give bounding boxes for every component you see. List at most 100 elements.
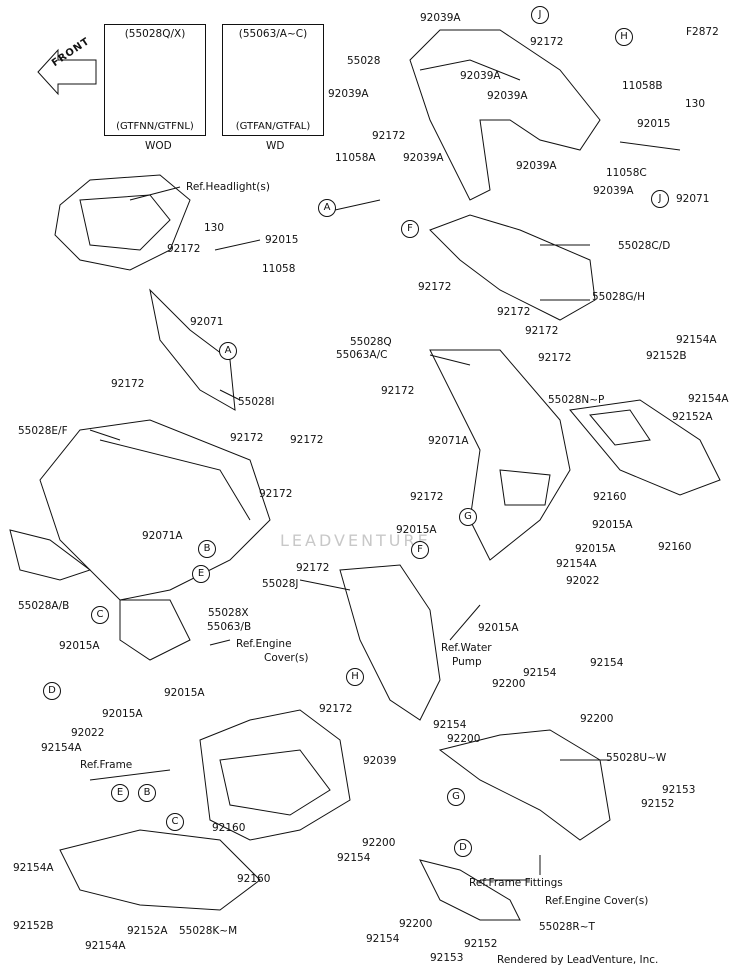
callout-marker: D — [454, 839, 472, 857]
front-arrow-icon — [37, 48, 97, 96]
part-label: 92071A — [428, 435, 469, 447]
part-label: 92015A — [396, 524, 437, 536]
part-label: 92039 — [363, 755, 397, 767]
part-label: 130 — [685, 98, 706, 110]
part-label: 92154 — [366, 933, 400, 945]
part-label: 92154 — [433, 719, 467, 731]
part-label: 55028J — [262, 578, 299, 590]
part-label: 92153 — [430, 952, 464, 964]
part-label: 92172 — [538, 352, 572, 364]
belly-pan-part — [438, 729, 611, 841]
variant-box-wod: (55028Q/X) (GTFNN/GTFNL) — [104, 24, 206, 136]
part-label: 55028G/H — [592, 291, 645, 303]
part-label: 55028U~W — [606, 752, 667, 764]
part-label: 92172 — [525, 325, 559, 337]
variant-models: (GTFAN/GTFAL) — [235, 121, 311, 132]
under-cowl-part — [119, 599, 191, 661]
lower-cowl-part — [59, 829, 261, 911]
ref-label: Pump — [452, 656, 482, 668]
part-label: 92154A — [676, 334, 717, 346]
part-label: 92022 — [71, 727, 105, 739]
part-label: 92200 — [447, 733, 481, 745]
callout-marker: J — [531, 6, 549, 24]
part-label: 55028A/B — [18, 600, 70, 612]
callout-marker: H — [346, 668, 364, 686]
callout-marker: E — [192, 565, 210, 583]
part-label: 92039A — [460, 70, 501, 82]
part-label: 92160 — [658, 541, 692, 553]
part-label: 92015A — [102, 708, 143, 720]
part-label: 92154A — [556, 558, 597, 570]
part-label: 92039A — [593, 185, 634, 197]
part-label: 55028I — [238, 396, 275, 408]
credit-text: Rendered by LeadVenture, Inc. — [497, 954, 659, 966]
part-label: 92154A — [688, 393, 729, 405]
part-label: 92152B — [646, 350, 687, 362]
figure-code: F2872 — [686, 26, 719, 38]
part-label: 92172 — [372, 130, 406, 142]
callout-marker: G — [447, 788, 465, 806]
part-label: 55063/B — [207, 621, 252, 633]
part-label: 11058 — [262, 263, 296, 275]
part-label: 92172 — [381, 385, 415, 397]
callout-marker: E — [111, 784, 129, 802]
side-panel-part — [39, 419, 271, 601]
part-label: 92172 — [111, 378, 145, 390]
ref-label: Ref.Frame Fittings — [469, 877, 563, 889]
part-label: 92154 — [337, 852, 371, 864]
lower-side-piece — [9, 529, 92, 581]
ref-label: Ref.Water — [441, 642, 492, 654]
part-label: 92015A — [575, 543, 616, 555]
part-label: 55028R~T — [539, 921, 595, 933]
part-label: 92039A — [487, 90, 528, 102]
part-label: 92152 — [641, 798, 675, 810]
part-label: 92172 — [418, 281, 452, 293]
part-label: 92152A — [672, 411, 713, 423]
upper-inner-part — [429, 214, 596, 321]
callout-marker: C — [166, 813, 184, 831]
variant-code: (55063/A~C) — [238, 28, 308, 40]
part-label: 92160 — [212, 822, 246, 834]
callout-marker: G — [459, 508, 477, 526]
callout-marker: F — [401, 220, 419, 238]
callout-marker: A — [219, 342, 237, 360]
callout-marker: B — [198, 540, 216, 558]
variant-caption: WD — [266, 140, 285, 152]
part-label: 92172 — [167, 243, 201, 255]
inner-cover-part — [339, 564, 441, 721]
part-label: 92015A — [592, 519, 633, 531]
callout-marker: J — [651, 190, 669, 208]
part-label: 55063A/C — [336, 349, 388, 361]
part-label: Ref.Headlight(s) — [186, 181, 270, 193]
part-label: 92172 — [497, 306, 531, 318]
part-label: 92172 — [296, 562, 330, 574]
part-label: 92071A — [142, 530, 183, 542]
part-label: 92015A — [59, 640, 100, 652]
part-label: 92152 — [464, 938, 498, 950]
watermark: LEADVENTURE — [280, 531, 431, 550]
part-label: 92160 — [237, 873, 271, 885]
part-label: 92039A — [328, 88, 369, 100]
callout-marker: B — [138, 784, 156, 802]
part-label: 92039A — [516, 160, 557, 172]
part-label: 92154 — [590, 657, 624, 669]
part-label: 55028N~P — [548, 394, 605, 406]
part-label: 92172 — [410, 491, 444, 503]
part-label: 92154A — [13, 862, 54, 874]
part-label: 11058B — [622, 80, 663, 92]
front-direction-label: FRONT — [38, 36, 96, 86]
part-label: 92015 — [265, 234, 299, 246]
inner-panel-part — [149, 288, 236, 411]
callout-marker: H — [615, 28, 633, 46]
callout-marker: D — [43, 682, 61, 700]
part-label: 92200 — [580, 713, 614, 725]
variant-code: (55028Q/X) — [124, 28, 186, 40]
part-label: 55028 — [347, 55, 381, 67]
part-label: 11058A — [335, 152, 376, 164]
part-label: 92172 — [230, 432, 264, 444]
part-label: 92172 — [319, 703, 353, 715]
part-label: 92152B — [13, 920, 54, 932]
side-cover-part — [569, 399, 721, 496]
